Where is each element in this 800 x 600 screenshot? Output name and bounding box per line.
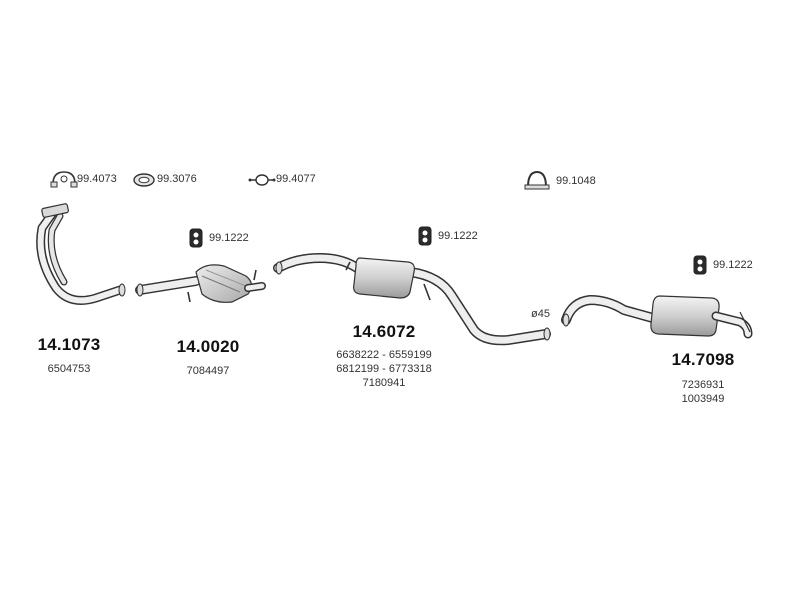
oe-numbers-intermediate-pipe: 6638222 - 6559199 6812199 - 6773318 7180… bbox=[336, 348, 431, 390]
part-number-intermediate-pipe: 14.6072 bbox=[352, 322, 416, 341]
hanger-1-part-number: 99.1222 bbox=[209, 232, 249, 244]
oe-number: 7180941 bbox=[362, 377, 406, 389]
oe-number: 7084497 bbox=[186, 365, 230, 377]
pipe-diameter-label: ø45 bbox=[531, 308, 550, 320]
clamp-a-icon bbox=[50, 171, 78, 188]
flange-gasket-part-number: 99.4077 bbox=[276, 173, 316, 185]
clamp-b-part-number: 99.1048 bbox=[556, 175, 596, 187]
intermediate-pipe-part bbox=[273, 252, 551, 346]
part-number-rear-silencer: 14.7098 bbox=[671, 350, 735, 369]
oe-number: 6812199 - 6773318 bbox=[336, 363, 432, 375]
oe-number: 6638222 - 6559199 bbox=[336, 349, 432, 361]
oe-number: 6504753 bbox=[47, 363, 91, 375]
clamp-b-icon bbox=[524, 170, 550, 190]
rubber-hanger-2-icon bbox=[418, 226, 432, 246]
hanger-3-part-number: 99.1222 bbox=[713, 259, 753, 271]
gasket-ring-part-number: 99.3076 bbox=[157, 173, 197, 185]
hanger-2-part-number: 99.1222 bbox=[438, 230, 478, 242]
rubber-hanger-3-icon bbox=[693, 255, 707, 275]
part-number-catalytic-converter: 14.0020 bbox=[176, 337, 240, 356]
front-pipe-part bbox=[36, 203, 126, 305]
oe-number: 1003949 bbox=[681, 393, 725, 405]
gasket-ring-icon bbox=[133, 173, 155, 187]
oe-numbers-front-pipe: 6504753 bbox=[48, 362, 91, 376]
catalytic-converter-part bbox=[135, 264, 266, 303]
rubber-hanger-1-icon bbox=[189, 228, 203, 248]
oe-numbers-catalytic-converter: 7084497 bbox=[187, 364, 230, 378]
part-number-front-pipe: 14.1073 bbox=[37, 335, 101, 354]
rear-silencer-part bbox=[561, 294, 753, 339]
flange-gasket-icon bbox=[248, 174, 276, 186]
clamp-a-part-number: 99.4073 bbox=[77, 173, 117, 185]
oe-numbers-rear-silencer: 7236931 1003949 bbox=[682, 378, 725, 406]
oe-number: 7236931 bbox=[681, 379, 725, 391]
